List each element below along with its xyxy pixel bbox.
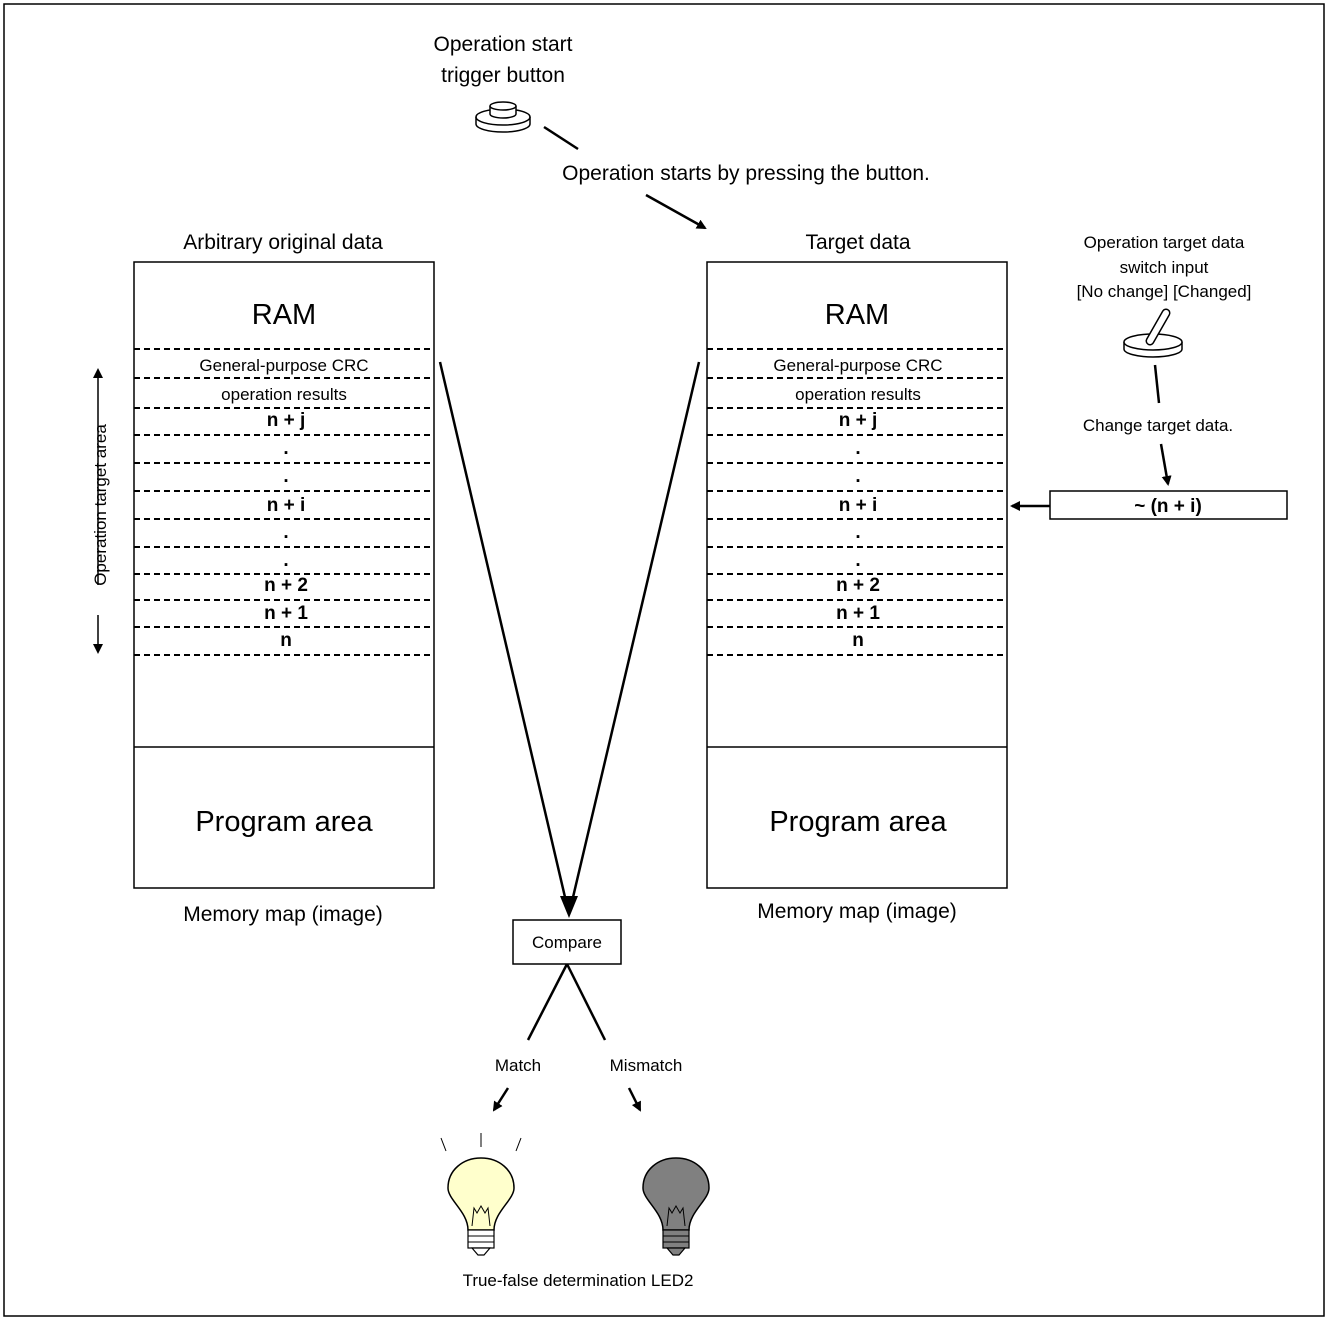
left-crc-line1: General-purpose CRC <box>199 356 368 375</box>
switch-line1: Operation target data <box>1084 233 1245 252</box>
led-caption: True-false determination LED2 <box>463 1271 694 1290</box>
right-row-label: . <box>855 466 860 487</box>
right-row-label: n + 2 <box>836 575 880 596</box>
left-row-label: . <box>283 466 288 487</box>
lit-bulb-icon <box>440 1133 522 1256</box>
left-row-label: n + 2 <box>264 575 308 596</box>
right-row-label: n + j <box>839 410 878 431</box>
right-data-rows: n + j.. n + i.. n + 2 n + 1 n <box>836 410 880 651</box>
right-row-label: n + i <box>839 495 878 516</box>
right-row-label: . <box>855 438 860 459</box>
right-row-label: . <box>855 550 860 571</box>
right-crc-line1: General-purpose CRC <box>773 356 942 375</box>
trigger-note: Operation starts by pressing the button. <box>562 162 930 185</box>
match-label: Match <box>495 1056 541 1075</box>
left-row-dividers <box>134 348 434 656</box>
switch-line-upper <box>1153 364 1161 404</box>
left-row-label: n <box>280 630 292 651</box>
left-row-label: . <box>283 438 288 459</box>
compare-box <box>512 919 622 965</box>
left-to-compare-line <box>438 361 570 911</box>
trigger-title-line2: trigger button <box>441 64 565 87</box>
compare-label: Compare <box>532 933 602 952</box>
left-program-label: Program area <box>195 806 373 838</box>
right-row-label: n + 1 <box>836 603 880 624</box>
trigger-title-line1: Operation start <box>434 33 573 56</box>
toggle-switch-icon <box>1123 308 1183 358</box>
match-line-upper <box>526 963 569 1041</box>
left-row-label: n + j <box>267 410 306 431</box>
mismatch-line-upper <box>565 963 607 1041</box>
switch-line2: switch input <box>1120 258 1209 277</box>
left-row-label: . <box>283 550 288 571</box>
left-crc-line2: operation results <box>221 385 347 404</box>
right-crc-line2: operation results <box>795 385 921 404</box>
right-row-dividers <box>707 348 1007 656</box>
side-label: Operation target area <box>91 424 110 586</box>
right-row-label: n <box>852 630 864 651</box>
mismatch-label: Mismatch <box>610 1056 683 1075</box>
right-row-label: . <box>855 522 860 543</box>
left-map-caption: Memory map (image) <box>183 903 383 926</box>
push-button-icon <box>475 101 531 133</box>
right-program-label: Program area <box>769 806 947 838</box>
compare-arrowhead <box>560 896 578 918</box>
trigger-line-upper <box>543 125 579 151</box>
right-map-caption: Memory map (image) <box>757 900 957 923</box>
off-bulb-icon <box>642 1157 710 1256</box>
left-row-label: n + i <box>267 495 306 516</box>
right-map-heading: Target data <box>805 231 910 254</box>
trigger-arrow <box>645 193 707 230</box>
left-data-rows: n + j.. n + i.. n + 2 n + 1 n <box>264 410 308 651</box>
left-row-label: n + 1 <box>264 603 308 624</box>
switch-arrow <box>1159 443 1172 486</box>
match-arrow <box>492 1087 510 1112</box>
mismatch-arrow <box>627 1087 642 1112</box>
left-map-heading: Arbitrary original data <box>183 231 383 254</box>
right-ram-label: RAM <box>825 299 889 331</box>
changed-value-box <box>1049 490 1288 520</box>
left-row-label: . <box>283 522 288 543</box>
switch-line3: [No change] [Changed] <box>1077 282 1252 301</box>
left-ram-label: RAM <box>252 299 316 331</box>
switch-note: Change target data. <box>1083 416 1233 435</box>
right-to-compare-line <box>568 361 701 911</box>
changed-value-text: ~ (n + i) <box>1134 496 1202 517</box>
outer-frame <box>3 3 1325 1317</box>
